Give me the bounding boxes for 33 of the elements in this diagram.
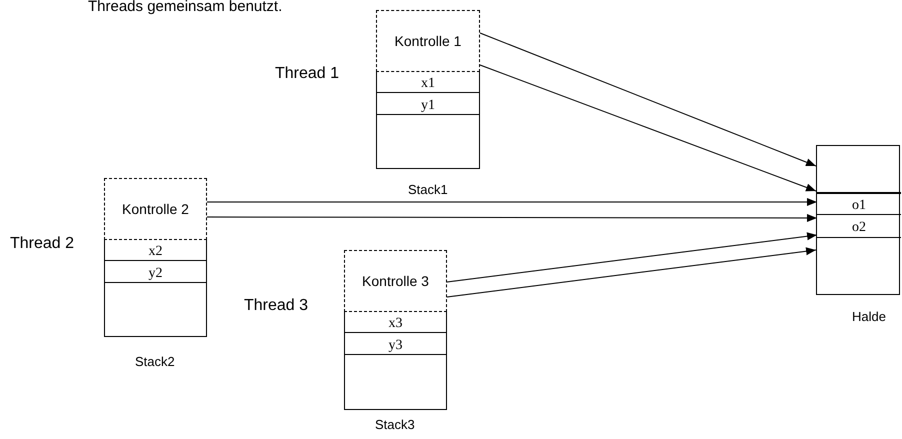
control-area (344, 250, 447, 312)
node-label: Stack2 (135, 354, 175, 369)
heap-box (816, 145, 900, 295)
arrow (480, 32, 816, 166)
variable-name: x2 (148, 244, 164, 260)
control-area (376, 10, 480, 72)
control-label: Kontrolle 2 (121, 201, 190, 217)
node-label: Thread 3 (244, 297, 308, 315)
node-label: Stack1 (408, 182, 448, 197)
variable-name: x1 (420, 76, 436, 92)
arrow (446, 232, 818, 282)
stack-frame (344, 250, 447, 410)
node-label: Thread 2 (10, 235, 74, 253)
arrow (480, 64, 816, 192)
node-label: Halde (852, 309, 886, 324)
variable-name: y3 (388, 338, 404, 354)
control-area (104, 178, 207, 240)
arrow (206, 198, 818, 206)
stack-frame (104, 178, 207, 337)
variable-name: y2 (148, 266, 164, 282)
variable-name: o2 (851, 220, 867, 236)
control-label: Kontrolle 3 (361, 273, 430, 289)
variable-name: y1 (420, 98, 436, 114)
arrow (206, 214, 818, 222)
node-label: Stack3 (375, 417, 415, 432)
control-label: Kontrolle 1 (394, 33, 462, 49)
arrow (446, 247, 816, 298)
variable-name: x3 (388, 316, 404, 332)
variable-name: o1 (851, 198, 867, 214)
object-cell (817, 192, 901, 215)
stack-frame (376, 10, 480, 169)
heading-text: Threads gemeinsam benutzt. (88, 0, 282, 14)
node-label: Thread 1 (275, 65, 340, 83)
